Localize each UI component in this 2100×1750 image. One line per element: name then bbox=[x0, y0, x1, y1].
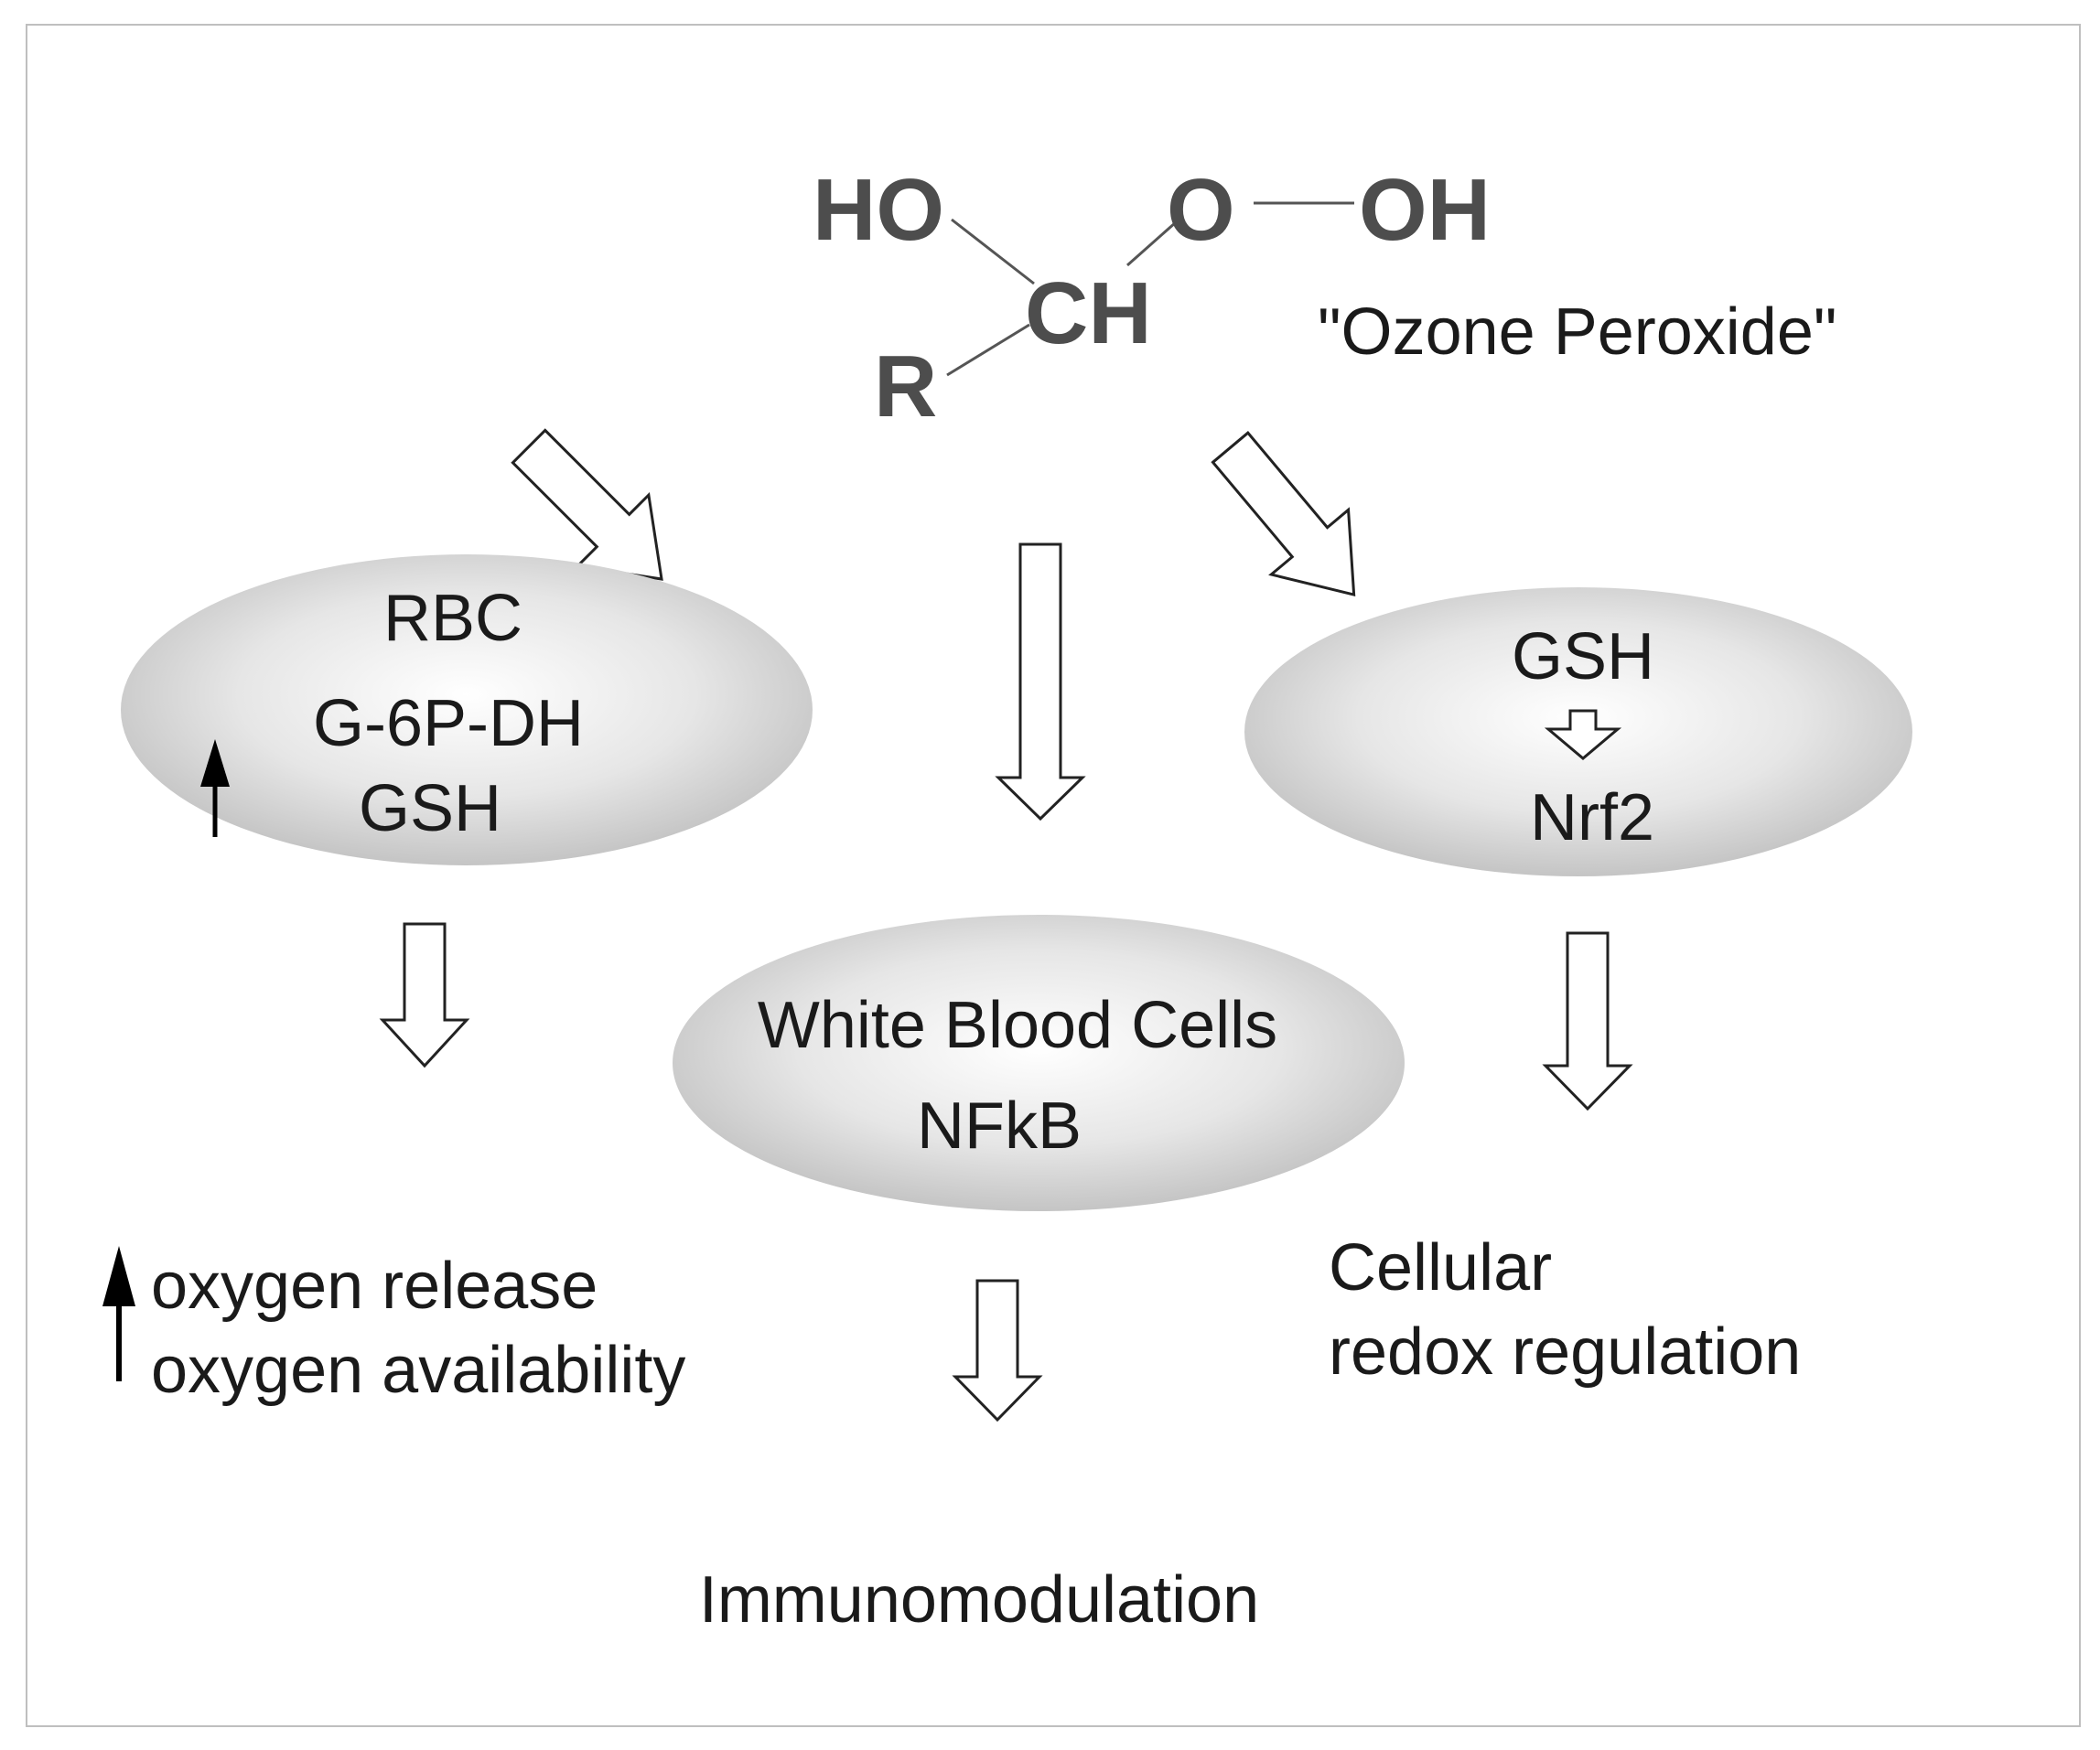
hollow-arrow-icon bbox=[511, 428, 663, 581]
up-arrow-icon bbox=[200, 739, 230, 837]
hollow-arrow-icon bbox=[1211, 431, 1356, 597]
wbc-factor: NFkB bbox=[917, 1090, 1082, 1163]
ozone-peroxide-label: "Ozone Peroxide" bbox=[1318, 295, 1836, 369]
oh-label: OH bbox=[1359, 161, 1491, 259]
rbc-gsh: GSH bbox=[359, 772, 501, 845]
hollow-arrow-icon bbox=[952, 1279, 1043, 1423]
r-label: R bbox=[874, 338, 937, 435]
hollow-arrow-icon bbox=[1544, 709, 1622, 760]
rbc-enzyme: G-6P-DH bbox=[313, 687, 584, 760]
wbc-ellipse bbox=[673, 915, 1405, 1211]
ho-label: HO bbox=[813, 161, 944, 259]
up-arrow-icon bbox=[102, 1246, 135, 1381]
wbc-title: White Blood Cells bbox=[758, 989, 1277, 1062]
rbc-ellipse bbox=[121, 554, 813, 865]
bond-r-ch bbox=[946, 323, 1030, 377]
oxygen-availability-label: oxygen availability bbox=[151, 1334, 685, 1407]
bond-ho-ch bbox=[951, 218, 1035, 285]
hollow-arrow-icon bbox=[1542, 931, 1633, 1111]
nrf2-label: Nrf2 bbox=[1530, 781, 1654, 854]
nrf-gsh: GSH bbox=[1512, 620, 1654, 693]
nrf2-ellipse-group: GSH Nrf2 bbox=[1244, 587, 1912, 876]
cellular-label: Cellular bbox=[1329, 1231, 1552, 1304]
hollow-arrow-icon bbox=[379, 922, 470, 1068]
o-label: O bbox=[1167, 161, 1235, 259]
bond-ch-o bbox=[1126, 220, 1177, 267]
wbc-ellipse-group: White Blood Cells NFkB bbox=[673, 915, 1405, 1211]
hollow-arrow-icon bbox=[995, 542, 1086, 821]
ch-label: CH bbox=[1025, 264, 1152, 362]
figure-frame bbox=[26, 24, 2081, 1727]
ozone-peroxide-structure: HO O OH CH R bbox=[813, 161, 1491, 435]
rbc-title: RBC bbox=[383, 582, 522, 655]
rbc-ellipse-group: RBC G-6P-DH GSH bbox=[121, 554, 813, 865]
oxygen-release-label: oxygen release bbox=[151, 1250, 598, 1323]
redox-regulation-label: redox regulation bbox=[1329, 1315, 1801, 1389]
immunomodulation-label: Immunomodulation bbox=[699, 1563, 1259, 1637]
